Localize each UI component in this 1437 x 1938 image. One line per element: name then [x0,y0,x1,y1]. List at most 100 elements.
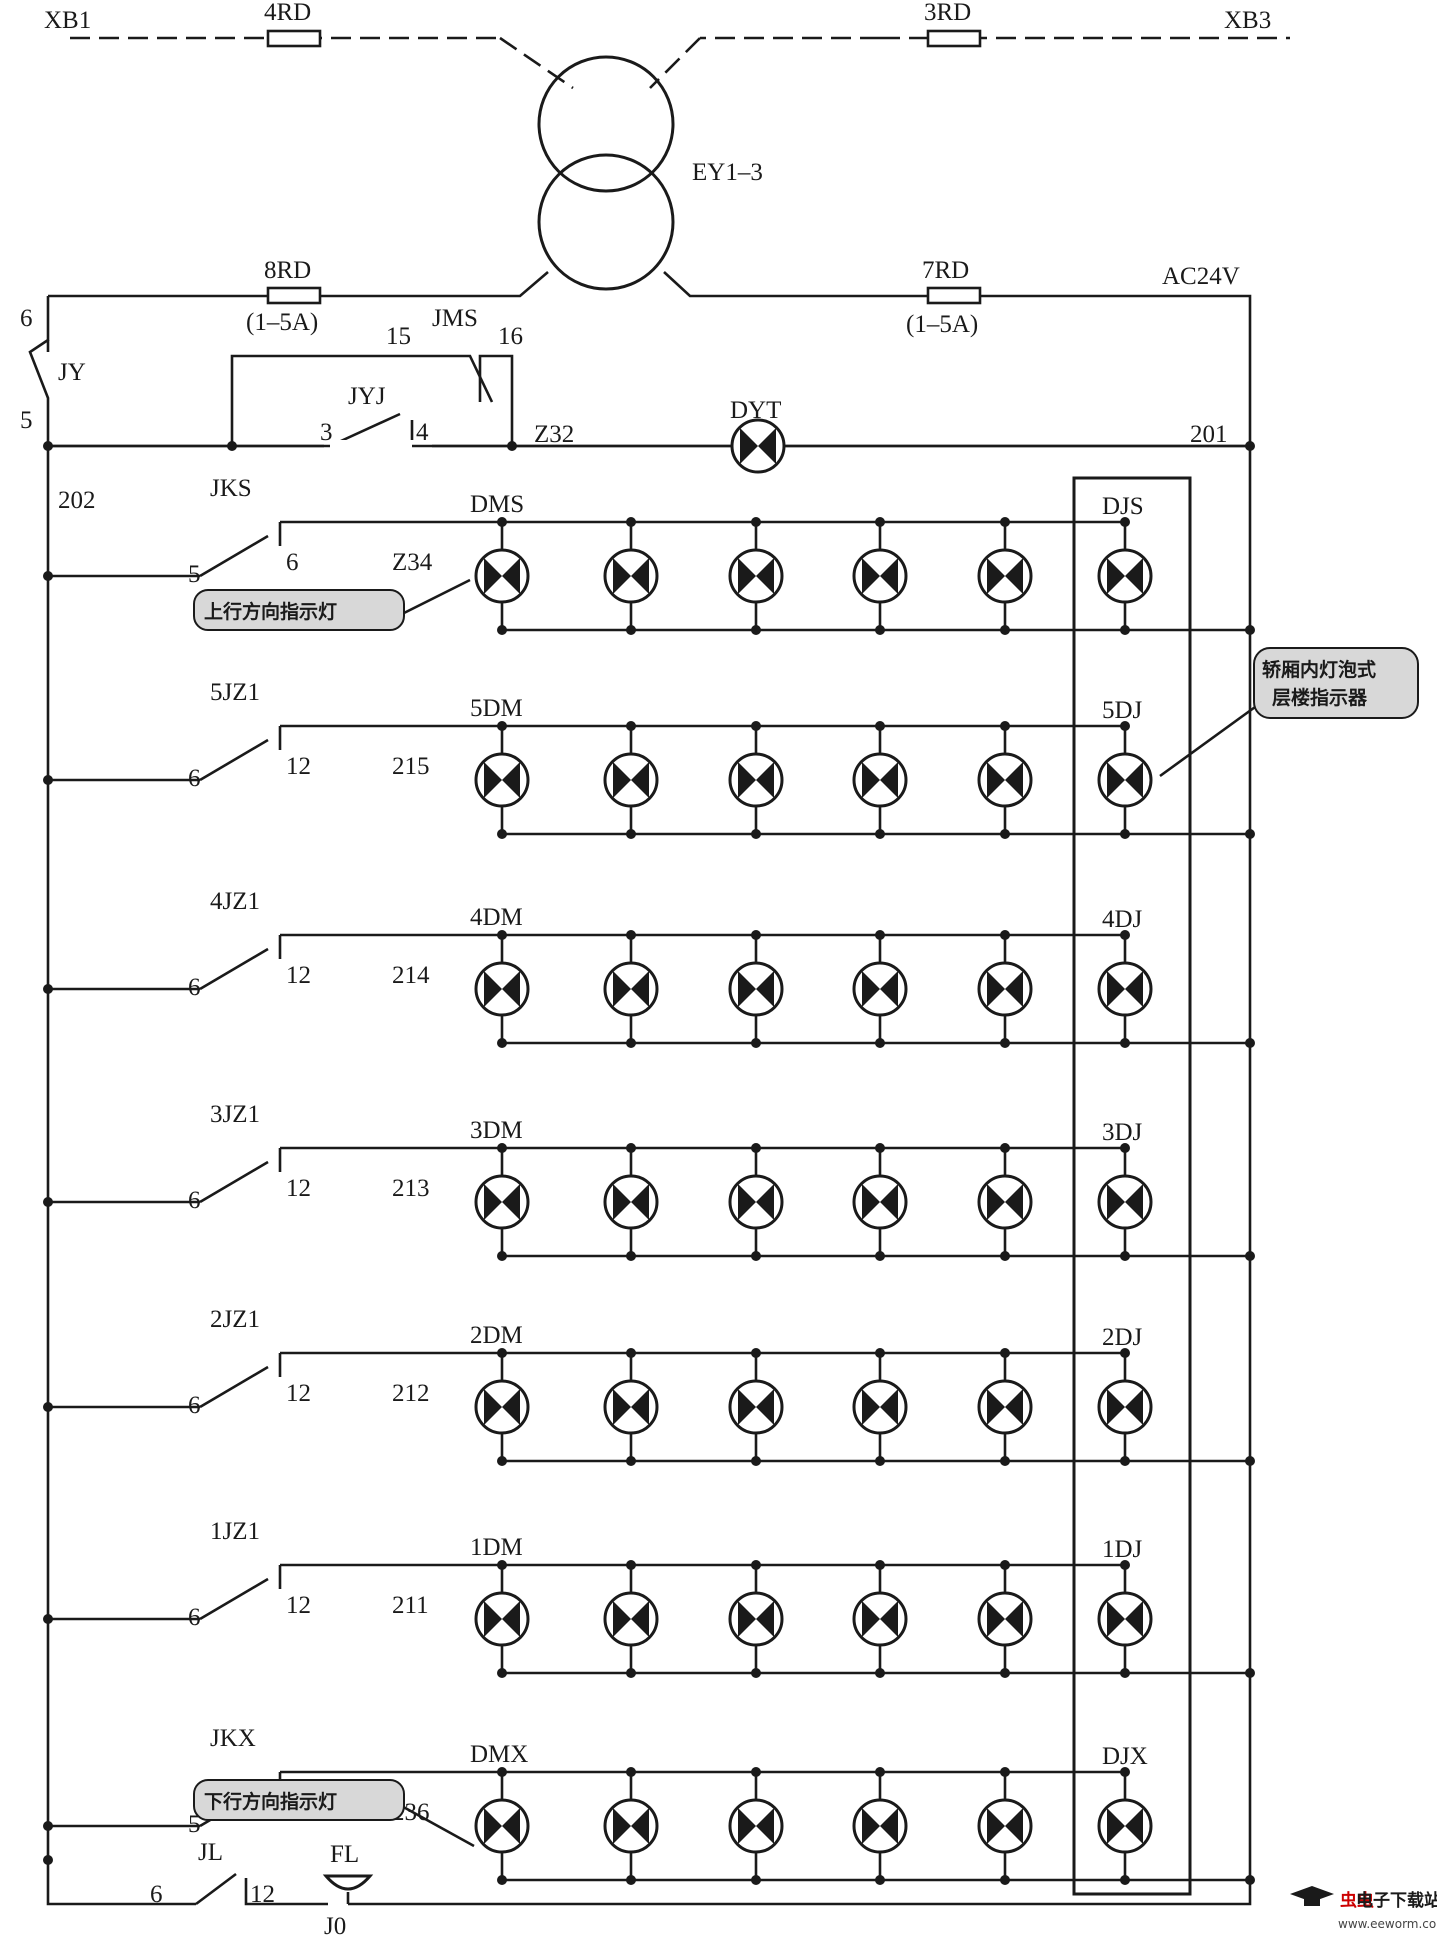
callout-up-direction: 上行方向指示灯 [193,578,471,631]
dyt-lamp-icon [730,418,786,474]
hall-lamp-icon [728,752,784,808]
label-jl-12: 12 [250,1881,275,1908]
label-contact: 1JZ1 [210,1518,260,1545]
fuse-3rd [926,29,982,48]
label-z32: Z32 [534,421,574,448]
fuse-4rd [266,29,322,48]
fuse-7rd [926,286,982,305]
label-jms-15: 15 [386,323,411,350]
hall-lamp-icon [728,961,784,1017]
hall-lamp-icon [474,1798,530,1854]
hall-lamp-icon [852,752,908,808]
label-lamp-group: 4DM [470,904,523,931]
label-car-lamp: 1DJ [1102,1536,1143,1563]
callout-car-indicator: 轿厢内灯泡式 层楼指示器 [1159,647,1419,778]
control-section: 6 JY 5 15 JMS 16 JYJ 3 4 Z32 DYT 201 202 [20,296,1255,514]
label-8rd-rating: (1–5A) [246,309,318,336]
hall-lamp-icon [977,1798,1033,1854]
buzzer-fl-icon [322,1874,374,1904]
hall-lamp-icon [977,961,1033,1017]
label-transformer: EY1–3 [692,159,763,186]
label-contact-pin-b: 12 [286,753,311,780]
label-lamp-group: 3DM [470,1117,523,1144]
hall-lamp-icon [603,1798,659,1854]
car-lamp-icon [1097,752,1153,808]
label-contact-pin-b: 12 [286,962,311,989]
car-lamp-icon [1097,548,1153,604]
label-lamp-group: DMX [470,1741,528,1768]
car-indicator-frame [1072,476,1192,1896]
hall-lamp-icon [603,1174,659,1230]
svg-text:轿厢内灯泡式: 轿厢内灯泡式 [1262,658,1376,681]
label-contact: JKX [210,1725,256,1752]
hall-lamp-icon [728,1591,784,1647]
label-7rd: 7RD [922,257,969,284]
hall-lamp-icon [474,1591,530,1647]
label-car-lamp: 5DJ [1102,697,1143,724]
graduation-cap-icon [1290,1886,1334,1906]
label-contact-pin-a: 6 [188,1187,201,1214]
hall-lamp-icon [852,1379,908,1435]
label-jl: JL [198,1839,223,1866]
hall-lamp-icon [852,1798,908,1854]
svg-text:上行方向指示灯: 上行方向指示灯 [204,600,337,623]
label-contact-pin-a: 5 [188,1811,201,1838]
watermark-url: www.eeworm.com [1338,1917,1437,1931]
label-contact-pin-b: 12 [286,1380,311,1407]
hall-lamp-icon [603,752,659,808]
hall-lamp-icon [728,1798,784,1854]
floor-row: JKX56236DMXDJX [43,1725,1255,1885]
hall-lamp-icon [474,961,530,1017]
label-car-lamp: 2DJ [1102,1324,1143,1351]
transformer-secondary-coil [537,153,675,291]
car-lamp-icon [1097,1798,1153,1854]
label-xb3: XB3 [1224,7,1271,34]
hall-lamp-icon [603,1591,659,1647]
label-contact: 4JZ1 [210,888,260,915]
label-node: 211 [392,1592,429,1619]
transformer-primary-coil [537,55,675,193]
hall-lamp-icon [603,1379,659,1435]
label-xb1: XB1 [44,7,91,34]
label-8rd: 8RD [264,257,311,284]
label-202: 202 [58,487,96,514]
bottom-section: JL 6 12 FL J0 [43,1839,1252,1938]
car-lamp-icon [1097,961,1153,1017]
label-car-lamp: DJS [1102,493,1144,520]
hall-lamp-icon [474,752,530,808]
label-contact: JKS [210,475,252,502]
label-node: Z34 [392,549,433,576]
label-lamp-group: 5DM [470,695,523,722]
label-contact-pin-a: 6 [188,974,201,1001]
label-jms: JMS [432,305,478,332]
svg-text:下行方向指示灯: 下行方向指示灯 [204,1790,337,1813]
callout-down-direction: 下行方向指示灯 [193,1779,475,1848]
label-contact-pin-b: 12 [286,1175,311,1202]
label-jy: JY [58,359,86,386]
car-lamp-icon [1097,1174,1153,1230]
label-contact-pin-b: 6 [286,549,299,576]
label-car-lamp: 4DJ [1102,906,1143,933]
label-3rd: 3RD [924,0,971,26]
label-contact-pin-a: 6 [188,765,201,792]
label-contact-pin-a: 6 [188,1392,201,1419]
hall-lamp-icon [474,548,530,604]
label-dyt: DYT [730,397,781,424]
hall-lamp-icon [728,1379,784,1435]
fuse-8rd [266,286,322,305]
hall-lamp-icon [728,1174,784,1230]
label-node: 215 [392,753,430,780]
label-contact: 2JZ1 [210,1306,260,1333]
label-4rd: 4RD [264,0,311,26]
label-jyj: JYJ [348,383,386,410]
hall-lamp-icon [728,548,784,604]
label-j0: J0 [324,1913,346,1938]
label-car-lamp: 3DJ [1102,1119,1143,1146]
hall-lamp-icon [474,1174,530,1230]
